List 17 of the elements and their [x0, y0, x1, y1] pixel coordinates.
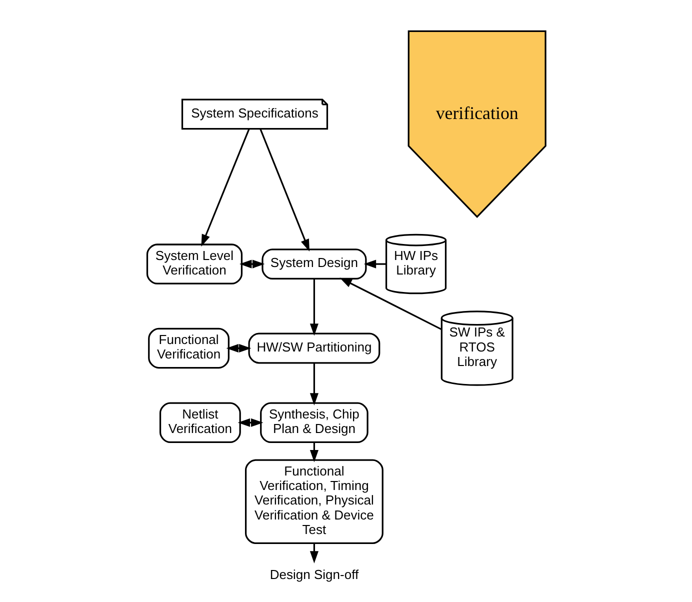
arrow — [237, 418, 263, 427]
arrow — [309, 363, 318, 406]
arrow — [363, 260, 386, 268]
node-box: System Level Verification — [146, 244, 242, 284]
arrow — [200, 128, 250, 247]
node-box: Functional Verification, Timing Verification, Physical Verification & Device Test — [244, 459, 383, 544]
arrow — [259, 128, 309, 252]
node-text: Design Sign-off — [269, 566, 358, 582]
node-box: Netlist Verification — [158, 402, 240, 443]
arrow — [226, 344, 251, 353]
arrow — [309, 278, 318, 336]
node-box: Functional Verification — [148, 328, 229, 369]
arrow — [339, 278, 442, 330]
node-box: System Design — [261, 248, 366, 280]
node-box: Synthesis, Chip Plan & Design — [260, 402, 368, 443]
arrow — [238, 260, 264, 268]
node-box: HW/SW Partitioning — [248, 332, 380, 364]
